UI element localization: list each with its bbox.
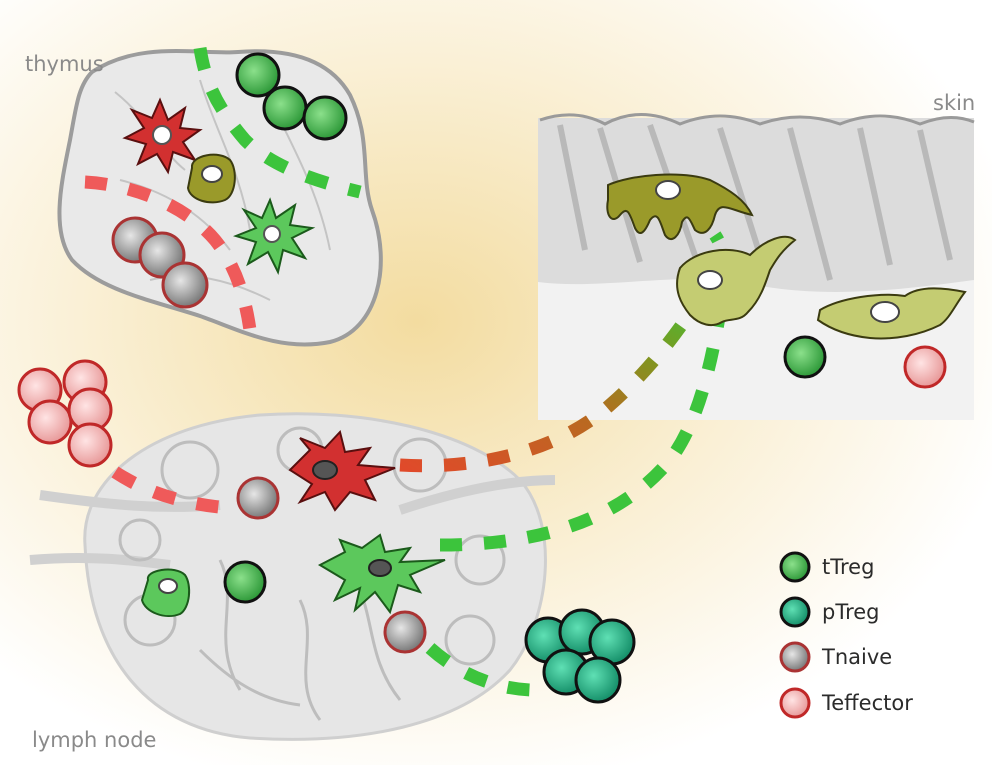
- olive-dendritic-cell-skin-1: [606, 173, 754, 241]
- legend-swatch-tnaive: [779, 641, 811, 673]
- thymus-label: thymus: [25, 52, 104, 76]
- thymus-treg-path: [193, 46, 362, 199]
- legend-label-tnaive: Tnaive: [822, 645, 893, 669]
- olive-dendritic-cell-skin-2: [676, 235, 797, 327]
- green-dendritic-cell-node: [317, 533, 446, 615]
- ptreg-cell-cluster: [524, 608, 636, 704]
- red-dendritic-cell-node: [288, 429, 396, 512]
- legend-swatch-ttreg: [779, 551, 811, 583]
- node-naive-cells: [236, 476, 427, 654]
- node-effector-path: [111, 466, 231, 515]
- thymus-naive-cells: [111, 216, 209, 309]
- olive-cell-thymus: [186, 153, 236, 204]
- legend-label-teffector: Teffector: [822, 691, 913, 715]
- lymph-node-label: lymph node: [32, 728, 157, 752]
- legend-swatch-ptreg: [779, 596, 811, 628]
- thymus-effector-path: [84, 175, 257, 331]
- green-dendritic-cell-thymus: [232, 197, 316, 275]
- skin-effector-cell: [903, 345, 947, 389]
- ptreg-expansion-path: [425, 643, 546, 697]
- legend-swatches: [779, 551, 811, 719]
- skin-label: skin: [933, 91, 976, 115]
- legend-swatch-teffector: [779, 687, 811, 719]
- thymus-ttreg-cells: [235, 52, 348, 141]
- effector-cell-cluster: [17, 359, 113, 468]
- effector-to-skin-path: [399, 286, 711, 473]
- red-dendritic-cell-thymus: [122, 97, 203, 175]
- legend-label-ttreg: tTreg: [822, 555, 875, 579]
- skin-treg-cell: [783, 335, 827, 379]
- green-cell-node: [140, 568, 191, 618]
- legend-label-ptreg: pTreg: [822, 600, 880, 624]
- node-ttreg-cell: [223, 560, 267, 604]
- olive-dendritic-cell-skin-3: [816, 287, 967, 340]
